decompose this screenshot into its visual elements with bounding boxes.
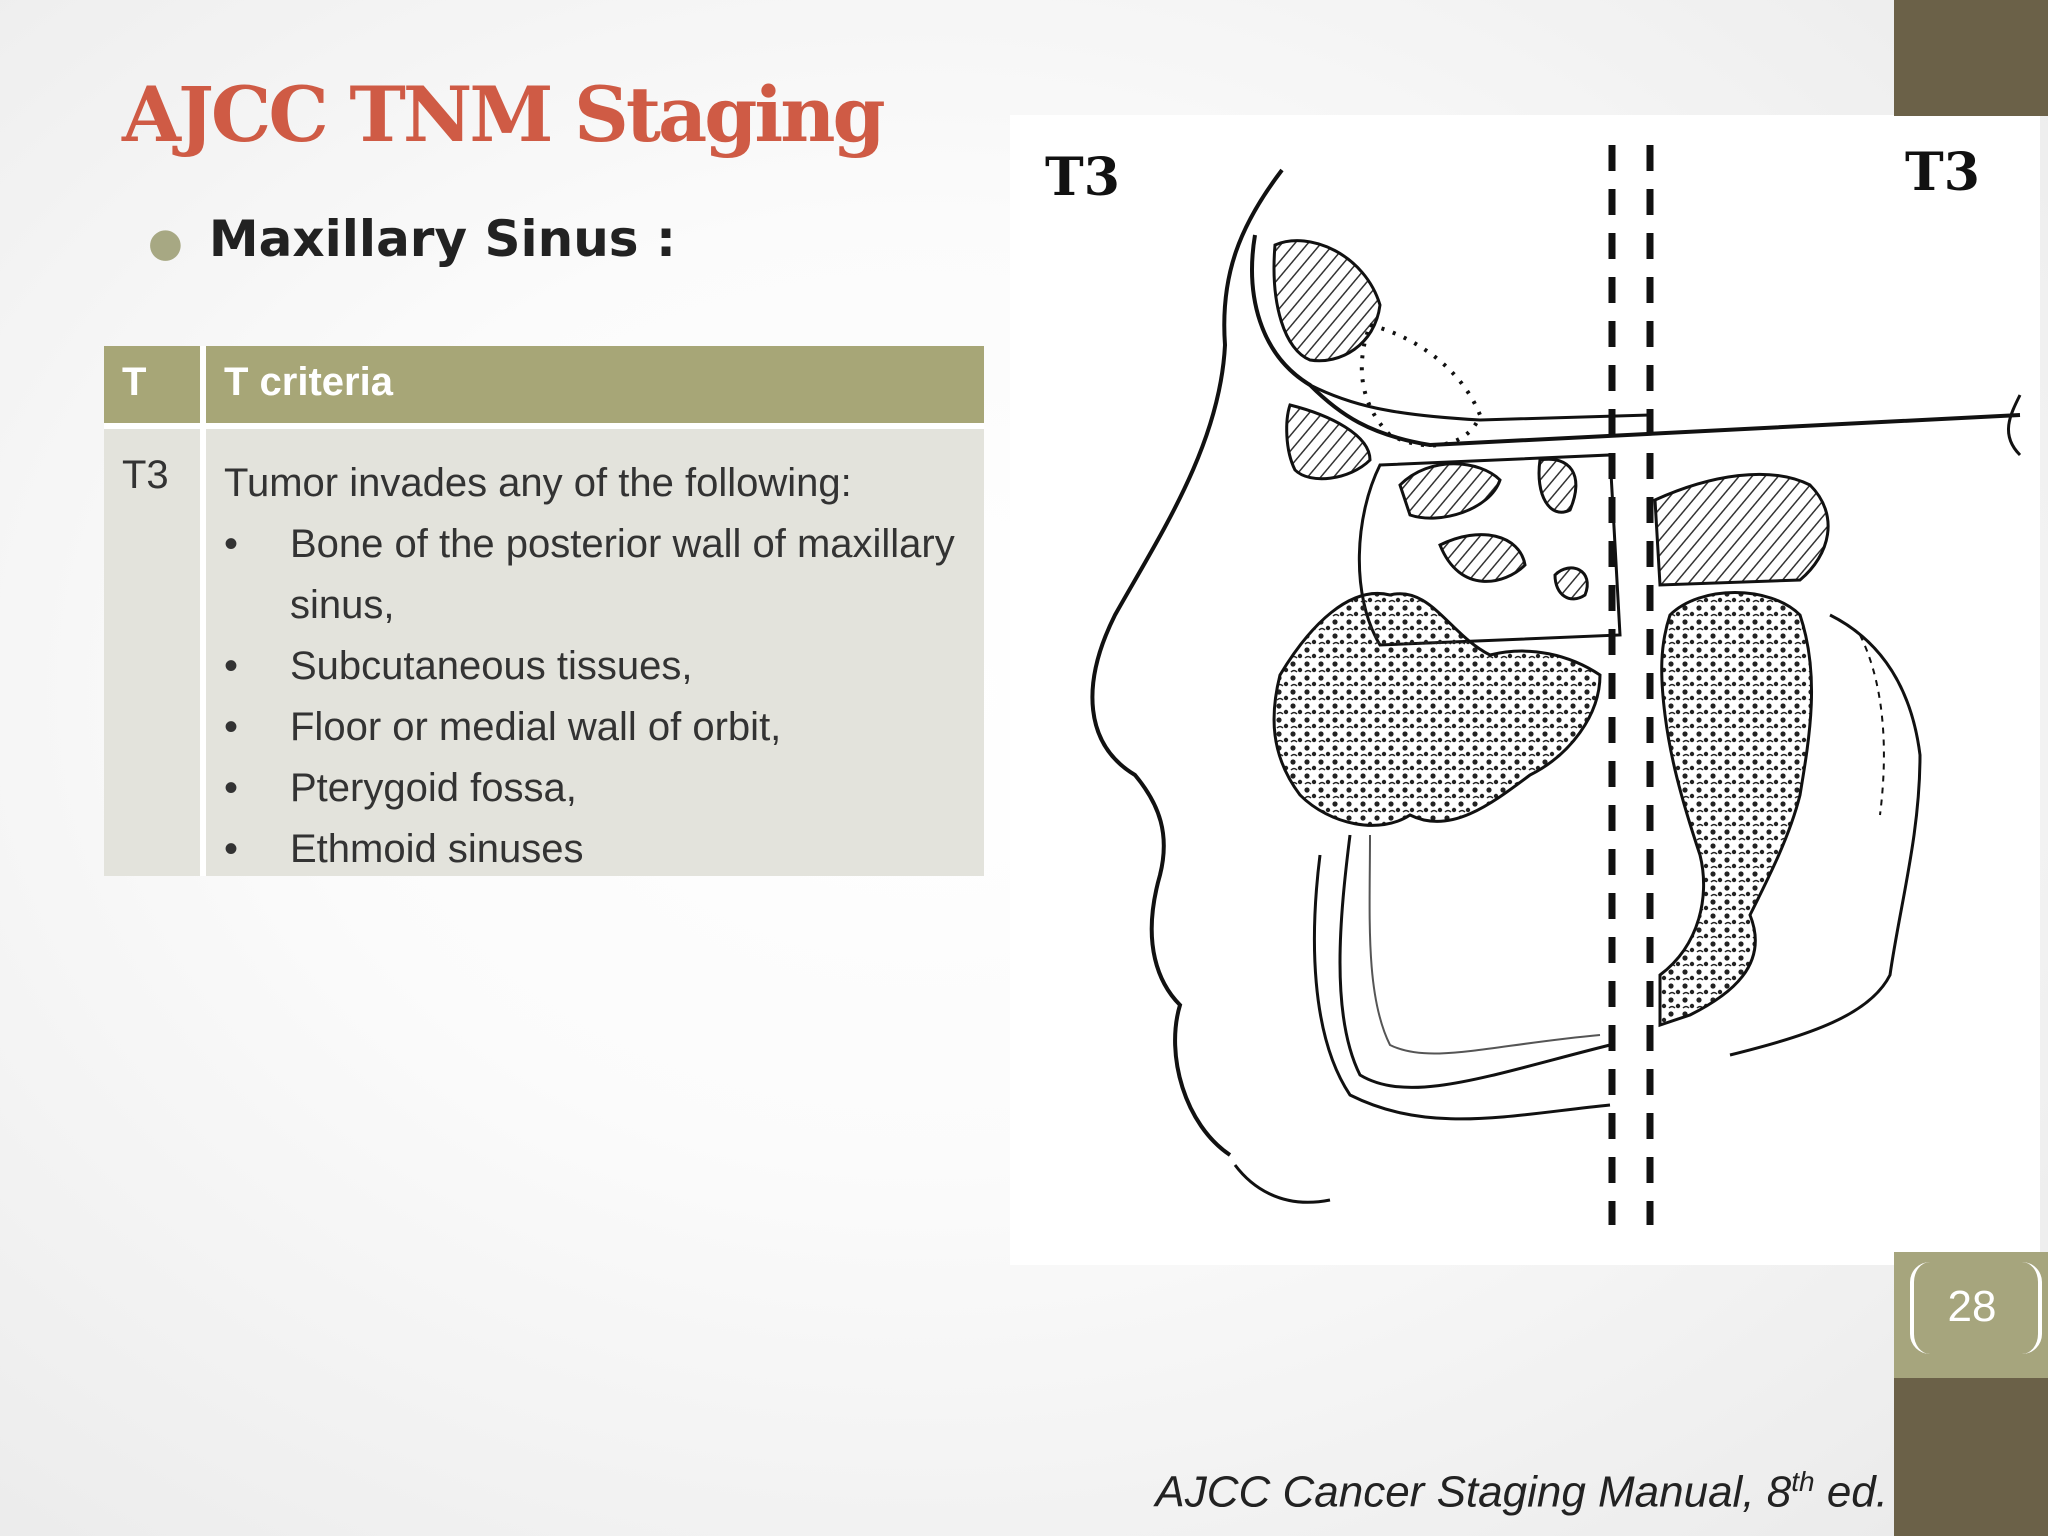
slide-title: AJCC TNM Staging (122, 70, 886, 159)
source-text: AJCC Cancer Staging Manual, 8 (1155, 1467, 1792, 1517)
list-item: Subcutaneous tissues, (224, 636, 974, 697)
subtitle-text: Maxillary Sinus : (208, 210, 676, 268)
figure-label-right: T3 (1905, 142, 1980, 203)
row-t-stage: T3 (122, 453, 169, 497)
list-item: Floor or medial wall of orbit, (224, 697, 974, 758)
staging-table: T T criteria T3 Tumor invades any of the… (104, 346, 984, 880)
list-item: Bone of the posterior wall of maxillary … (224, 514, 974, 636)
list-item: Pterygoid fossa, (224, 758, 974, 819)
corner-decoration-bottom (1894, 1378, 2048, 1536)
page-number: 28 (1947, 1282, 1997, 1331)
figure-label-left: T3 (1045, 147, 1120, 208)
table-header: T T criteria (104, 346, 984, 423)
list-item: Ethmoid sinuses (224, 819, 974, 880)
header-t-criteria: T criteria (224, 360, 393, 404)
source-citation: AJCC Cancer Staging Manual, 8th ed. (1155, 1466, 1888, 1518)
source-sup: th (1791, 1466, 1815, 1497)
row-criteria: Tumor invades any of the following: Bone… (224, 453, 974, 880)
table-row: T3 Tumor invades any of the following: B… (104, 429, 984, 880)
bullet-icon: ● (148, 219, 183, 266)
source-suffix: ed. (1814, 1467, 1888, 1517)
criteria-intro: Tumor invades any of the following: (224, 461, 852, 505)
page-number-bracket (1910, 1262, 2042, 1354)
criteria-list: Bone of the posterior wall of maxillary … (224, 514, 974, 880)
header-t: T (122, 360, 147, 404)
subtitle: ● Maxillary Sinus : (148, 210, 676, 268)
anatomy-illustration: T3 T3 (1010, 115, 2040, 1265)
corner-decoration-top (1894, 0, 2048, 116)
